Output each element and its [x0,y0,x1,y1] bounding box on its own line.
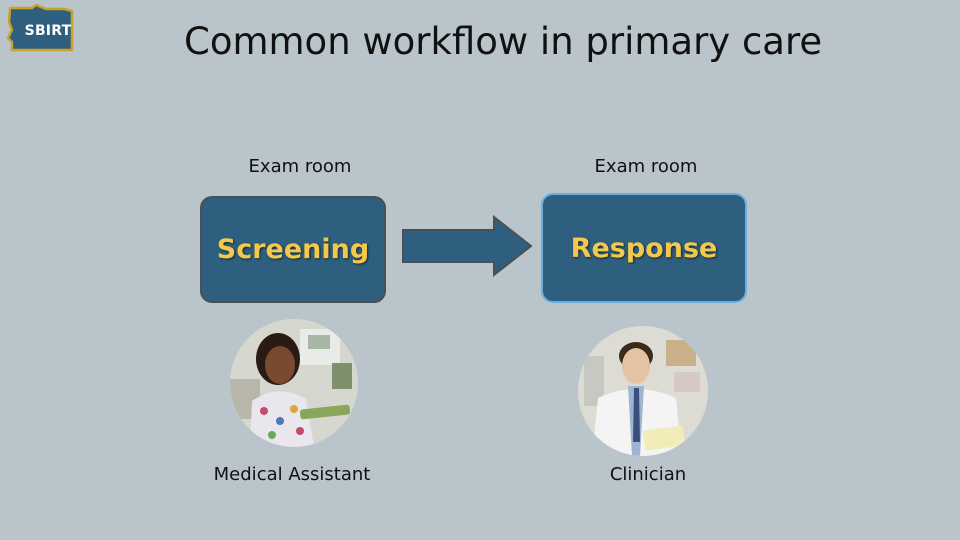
logo-label: SBIRT [24,23,72,39]
role-label-medical-assistant: Medical Assistant [213,464,371,485]
page-title: Common workflow in primary care [184,20,823,63]
screening-label: Screening [216,234,370,265]
right-arrow-icon [402,214,533,278]
screening-box: Screening [200,196,386,303]
response-box: Response [541,193,747,303]
location-label-response: Exam room [594,156,698,177]
oregon-state-icon [6,4,74,52]
sbirt-logo: SBIRT [6,4,78,56]
medical-assistant-photo [230,319,358,447]
response-label: Response [570,232,718,264]
clinician-photo [578,326,708,456]
location-label-screening: Exam room [248,156,352,177]
role-label-clinician: Clinician [609,464,687,485]
